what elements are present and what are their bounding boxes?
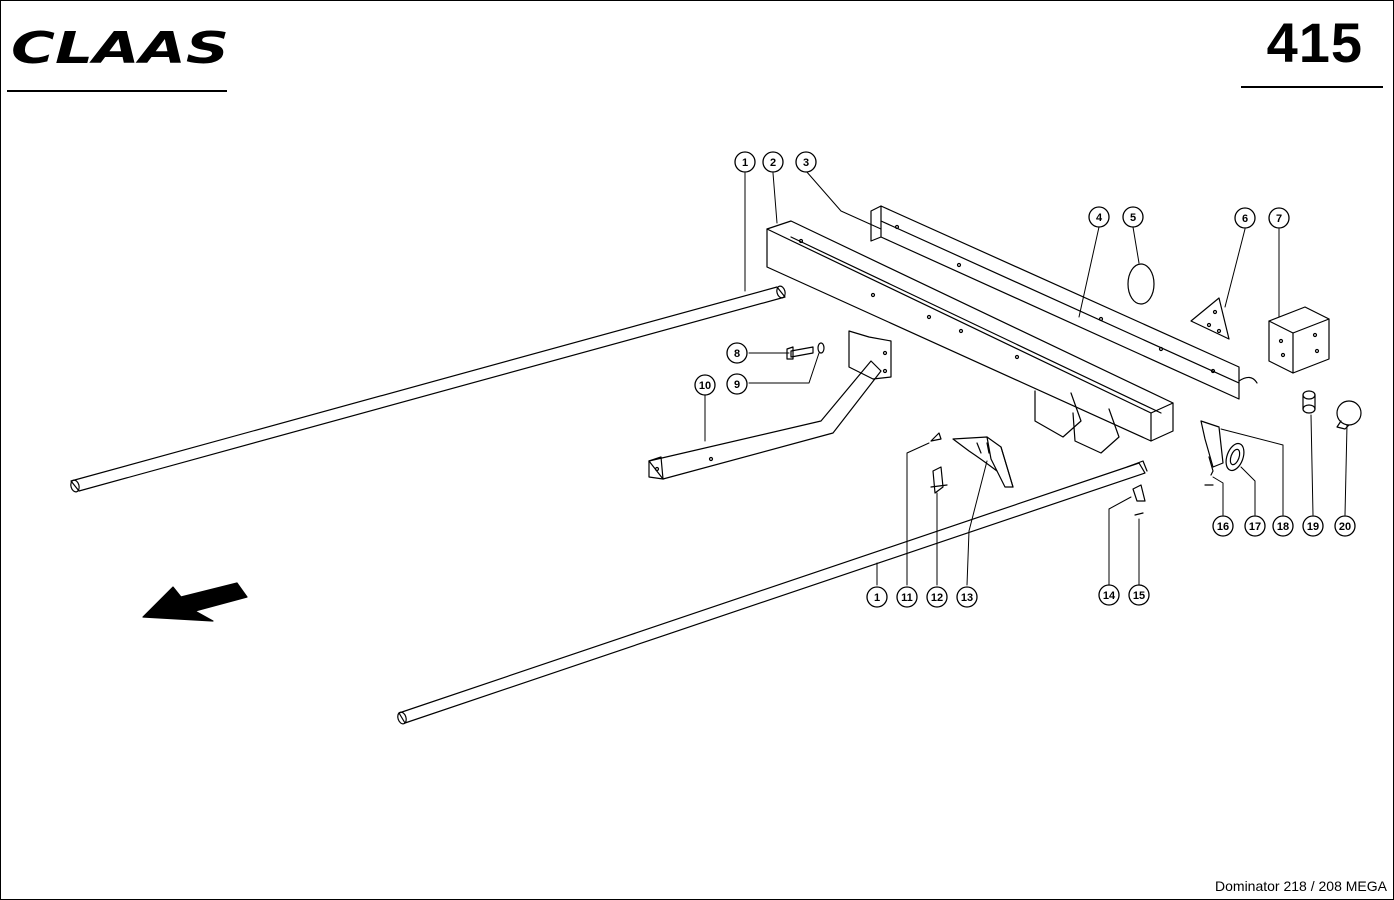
travel-direction-arrow-icon xyxy=(142,582,248,622)
callout-label: 18 xyxy=(1277,521,1289,533)
callout-6 xyxy=(1234,207,1256,229)
callout-label: 1 xyxy=(874,592,880,604)
callout-label: 8 xyxy=(734,348,740,360)
callout-16 xyxy=(1212,515,1234,537)
callout-label: 3 xyxy=(803,157,809,169)
callout-17 xyxy=(1244,515,1266,537)
callout-15 xyxy=(1128,584,1150,606)
callout-12 xyxy=(926,586,948,608)
svg-text:CLAAS: CLAAS xyxy=(11,25,229,67)
callout-3 xyxy=(795,151,817,173)
callout-5 xyxy=(1122,206,1144,228)
callout-label: 1 xyxy=(742,157,748,169)
callout-label: 9 xyxy=(734,379,740,391)
upper-profile-rail xyxy=(870,205,1258,400)
callout-label: 16 xyxy=(1217,521,1229,533)
callout-label: 10 xyxy=(699,380,711,392)
header-rule-right xyxy=(1241,86,1383,88)
callout-1-top xyxy=(734,151,756,173)
callout-label: 15 xyxy=(1133,590,1145,602)
bolt-and-washer xyxy=(786,342,825,360)
callout-9 xyxy=(726,373,748,395)
small-hardware-left xyxy=(930,432,948,494)
callout-2 xyxy=(762,151,784,173)
callout-1-bottom xyxy=(866,586,888,608)
leader-lines xyxy=(704,170,1348,586)
main-beam xyxy=(766,220,1174,442)
callout-label: 14 xyxy=(1103,590,1116,602)
box-part xyxy=(1268,306,1330,374)
clamp-hardware xyxy=(1132,484,1146,516)
support-frame xyxy=(648,330,892,480)
header-rule-left xyxy=(7,90,227,92)
callout-7 xyxy=(1268,207,1290,229)
callout-label: 7 xyxy=(1276,213,1282,225)
callout-10 xyxy=(694,374,716,396)
callout-label: 13 xyxy=(961,592,973,604)
rod-lower xyxy=(397,460,1148,725)
callout-8 xyxy=(726,342,748,364)
callout-label: 17 xyxy=(1249,521,1261,533)
callout-14 xyxy=(1098,584,1120,606)
model-caption: Dominator 218 / 208 MEGA xyxy=(1215,878,1387,894)
beam-brackets xyxy=(1034,390,1120,454)
callout-label: 4 xyxy=(1096,212,1103,224)
bushing-and-knob xyxy=(1302,390,1362,430)
callout-label: 11 xyxy=(901,592,913,604)
callout-19 xyxy=(1302,515,1324,537)
wedge-bracket xyxy=(952,436,1014,488)
claas-logo: CLAAS xyxy=(11,25,229,67)
disc-part xyxy=(1127,263,1155,305)
callout-20 xyxy=(1334,515,1356,537)
callout-11 xyxy=(896,586,918,608)
callout-4 xyxy=(1088,206,1110,228)
callout-18 xyxy=(1272,515,1294,537)
callout-label: 5 xyxy=(1130,212,1136,224)
callout-13 xyxy=(956,586,978,608)
mount-hardware-right xyxy=(1200,420,1245,486)
callout-label: 12 xyxy=(931,592,943,604)
callout-label: 20 xyxy=(1339,521,1351,533)
callout-label: 19 xyxy=(1307,521,1319,533)
page-number: 415 xyxy=(1266,11,1363,74)
callout-label: 2 xyxy=(770,157,776,169)
rod-upper xyxy=(70,285,786,493)
callout-label: 6 xyxy=(1242,213,1248,225)
triangular-plate xyxy=(1190,297,1230,340)
